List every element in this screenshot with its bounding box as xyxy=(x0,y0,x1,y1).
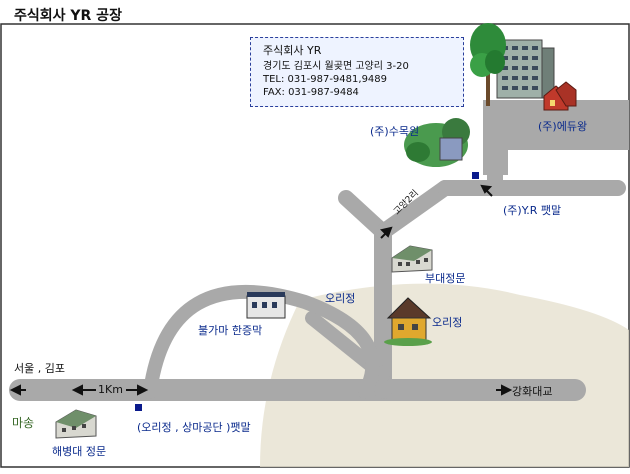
company-fax: FAX: 031-987-9484 xyxy=(263,87,359,98)
loop-road xyxy=(143,284,380,399)
edu-house-icon xyxy=(543,81,577,111)
orijeong-house-icon xyxy=(384,297,432,346)
orijeong-sign-marker xyxy=(135,404,142,411)
company-address: 경기도 김포시 월곶면 고양리 3-20 xyxy=(263,61,409,72)
label-edu: (주)에듀왕 xyxy=(538,120,588,133)
label-restaurant: 불가마 한증막 xyxy=(198,324,263,337)
restaurant-building-icon xyxy=(246,292,286,319)
label-seoul-gimpo: 서울 , 김포 xyxy=(14,362,65,375)
label-yr-sign: (주)Y.R 팻말 xyxy=(503,204,562,217)
label-ganghwa: 강화대교 xyxy=(512,385,553,398)
marine-building-icon xyxy=(55,409,97,439)
northwest-branch xyxy=(338,190,391,240)
label-marine-gate: 해병대 정문 xyxy=(52,445,107,458)
company-info-box: 주식회사 YR 경기도 김포시 월곶면 고양리 3-20 TEL: 031-98… xyxy=(250,37,464,107)
label-distance: 1Km xyxy=(98,383,123,396)
label-orijeong-sign: (오리정 , 상마공단 )팻말 xyxy=(137,421,251,434)
factory-building-icon xyxy=(496,39,555,99)
sumokwon-icon xyxy=(404,118,470,167)
page-title: 주식회사 YR 공장 xyxy=(14,8,122,24)
label-sumokwon: (주)수목원 xyxy=(370,125,420,138)
label-orijeong-house: 오리정 xyxy=(432,316,463,329)
factory-plot xyxy=(483,100,629,175)
tree-icon xyxy=(470,23,506,106)
yr-sign-marker xyxy=(472,172,479,179)
company-tel: TEL: 031-987-9481,9489 xyxy=(263,74,388,85)
company-name: 주식회사 YR xyxy=(263,44,322,57)
northeast-road xyxy=(375,180,453,240)
army-building-icon xyxy=(391,245,433,273)
label-army-gate: 부대정문 xyxy=(425,272,466,285)
label-masong: 마송 xyxy=(12,416,35,430)
label-orijeong-road: 오리정 xyxy=(325,292,356,305)
road-network xyxy=(9,142,626,401)
